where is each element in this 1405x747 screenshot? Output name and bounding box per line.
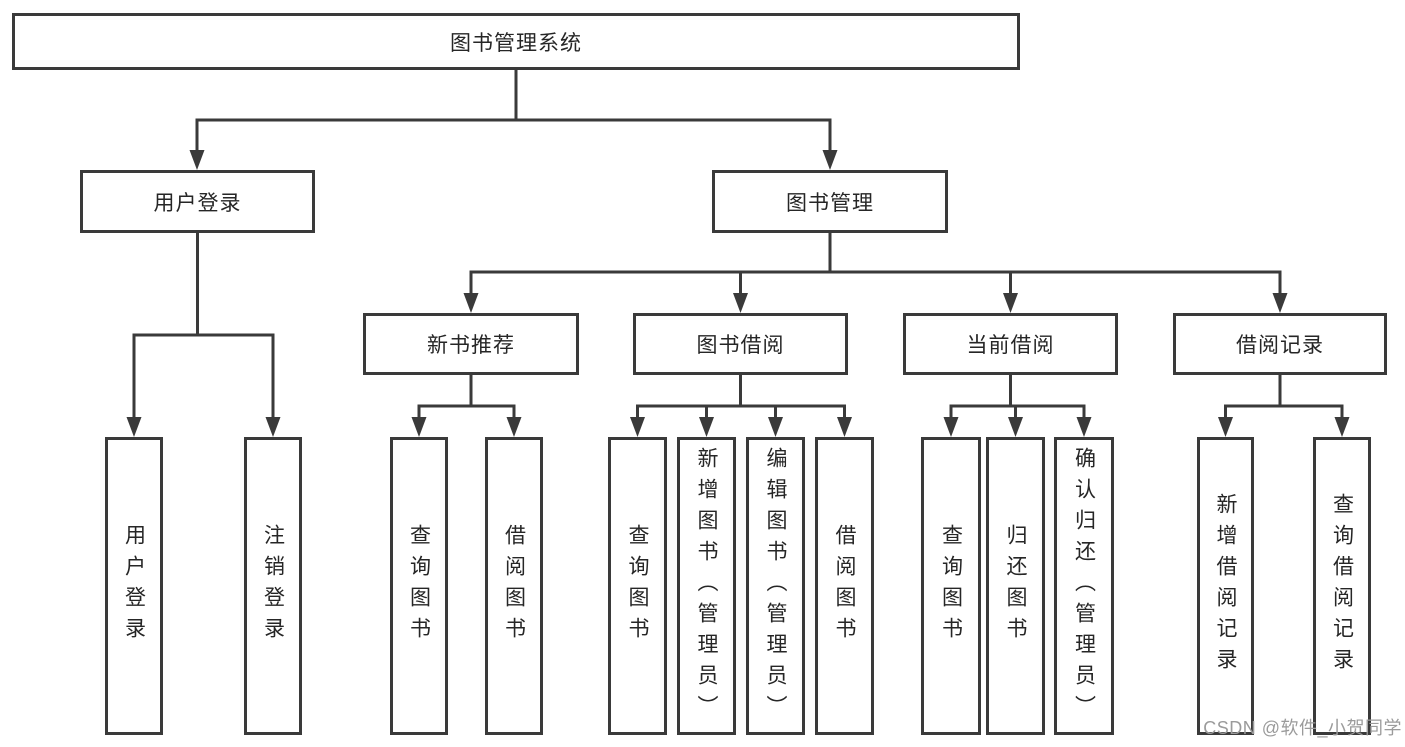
node-book-borrowing: 图书借阅 bbox=[633, 313, 848, 375]
leaf-borrow-books-label: 借阅图书 bbox=[833, 524, 856, 648]
node-new-book-recommendation: 新书推荐 bbox=[363, 313, 579, 375]
connector-strokes bbox=[132, 70, 1344, 420]
leaf-add-borrow-record: 新增借阅记录 bbox=[1197, 437, 1254, 735]
node-book-management: 图书管理 bbox=[712, 170, 948, 233]
leaf-user-login: 用户登录 bbox=[105, 437, 163, 735]
leaf-confirm-return-admin-label: 确认归还（管理员） bbox=[1072, 446, 1096, 726]
leaf-add-books-admin: 新增图书（管理员） bbox=[677, 437, 736, 735]
leaf-borrow-books-recommend: 借阅图书 bbox=[485, 437, 543, 735]
leaf-query-books-borrowing-label: 查询图书 bbox=[626, 524, 649, 648]
node-user-login: 用户登录 bbox=[80, 170, 315, 233]
leaf-query-books-recommend: 查询图书 bbox=[390, 437, 448, 735]
leaf-query-borrow-record: 查询借阅记录 bbox=[1313, 437, 1371, 735]
leaf-logout-login: 注销登录 bbox=[244, 437, 302, 735]
watermark-text: CSDN @软件_小贺同学 bbox=[1203, 718, 1402, 738]
connector-arrowheads bbox=[126, 150, 1350, 437]
leaf-query-books-recommend-label: 查询图书 bbox=[407, 524, 431, 648]
leaf-edit-books-admin-label: 编辑图书（管理员） bbox=[764, 446, 787, 726]
leaf-add-books-admin-label: 新增图书（管理员） bbox=[695, 446, 718, 726]
leaf-query-books-current-label: 查询图书 bbox=[939, 524, 963, 648]
leaf-borrow-books: 借阅图书 bbox=[815, 437, 874, 735]
leaf-confirm-return-admin: 确认归还（管理员） bbox=[1054, 437, 1114, 735]
leaf-user-login-label: 用户登录 bbox=[122, 524, 146, 648]
leaf-return-books-label: 归还图书 bbox=[1004, 524, 1027, 648]
node-current-borrowing: 当前借阅 bbox=[903, 313, 1118, 375]
node-borrowing-records: 借阅记录 bbox=[1173, 313, 1387, 375]
leaf-logout-login-label: 注销登录 bbox=[261, 524, 285, 648]
leaf-borrow-books-recommend-label: 借阅图书 bbox=[502, 524, 526, 648]
leaf-query-books-borrowing: 查询图书 bbox=[608, 437, 667, 735]
leaf-edit-books-admin: 编辑图书（管理员） bbox=[746, 437, 805, 735]
leaf-add-borrow-record-label: 新增借阅记录 bbox=[1214, 493, 1237, 679]
node-library-management-system: 图书管理系统 bbox=[12, 13, 1020, 70]
leaf-query-borrow-record-label: 查询借阅记录 bbox=[1330, 493, 1354, 679]
leaf-return-books: 归还图书 bbox=[986, 437, 1045, 735]
leaf-query-books-current: 查询图书 bbox=[921, 437, 981, 735]
